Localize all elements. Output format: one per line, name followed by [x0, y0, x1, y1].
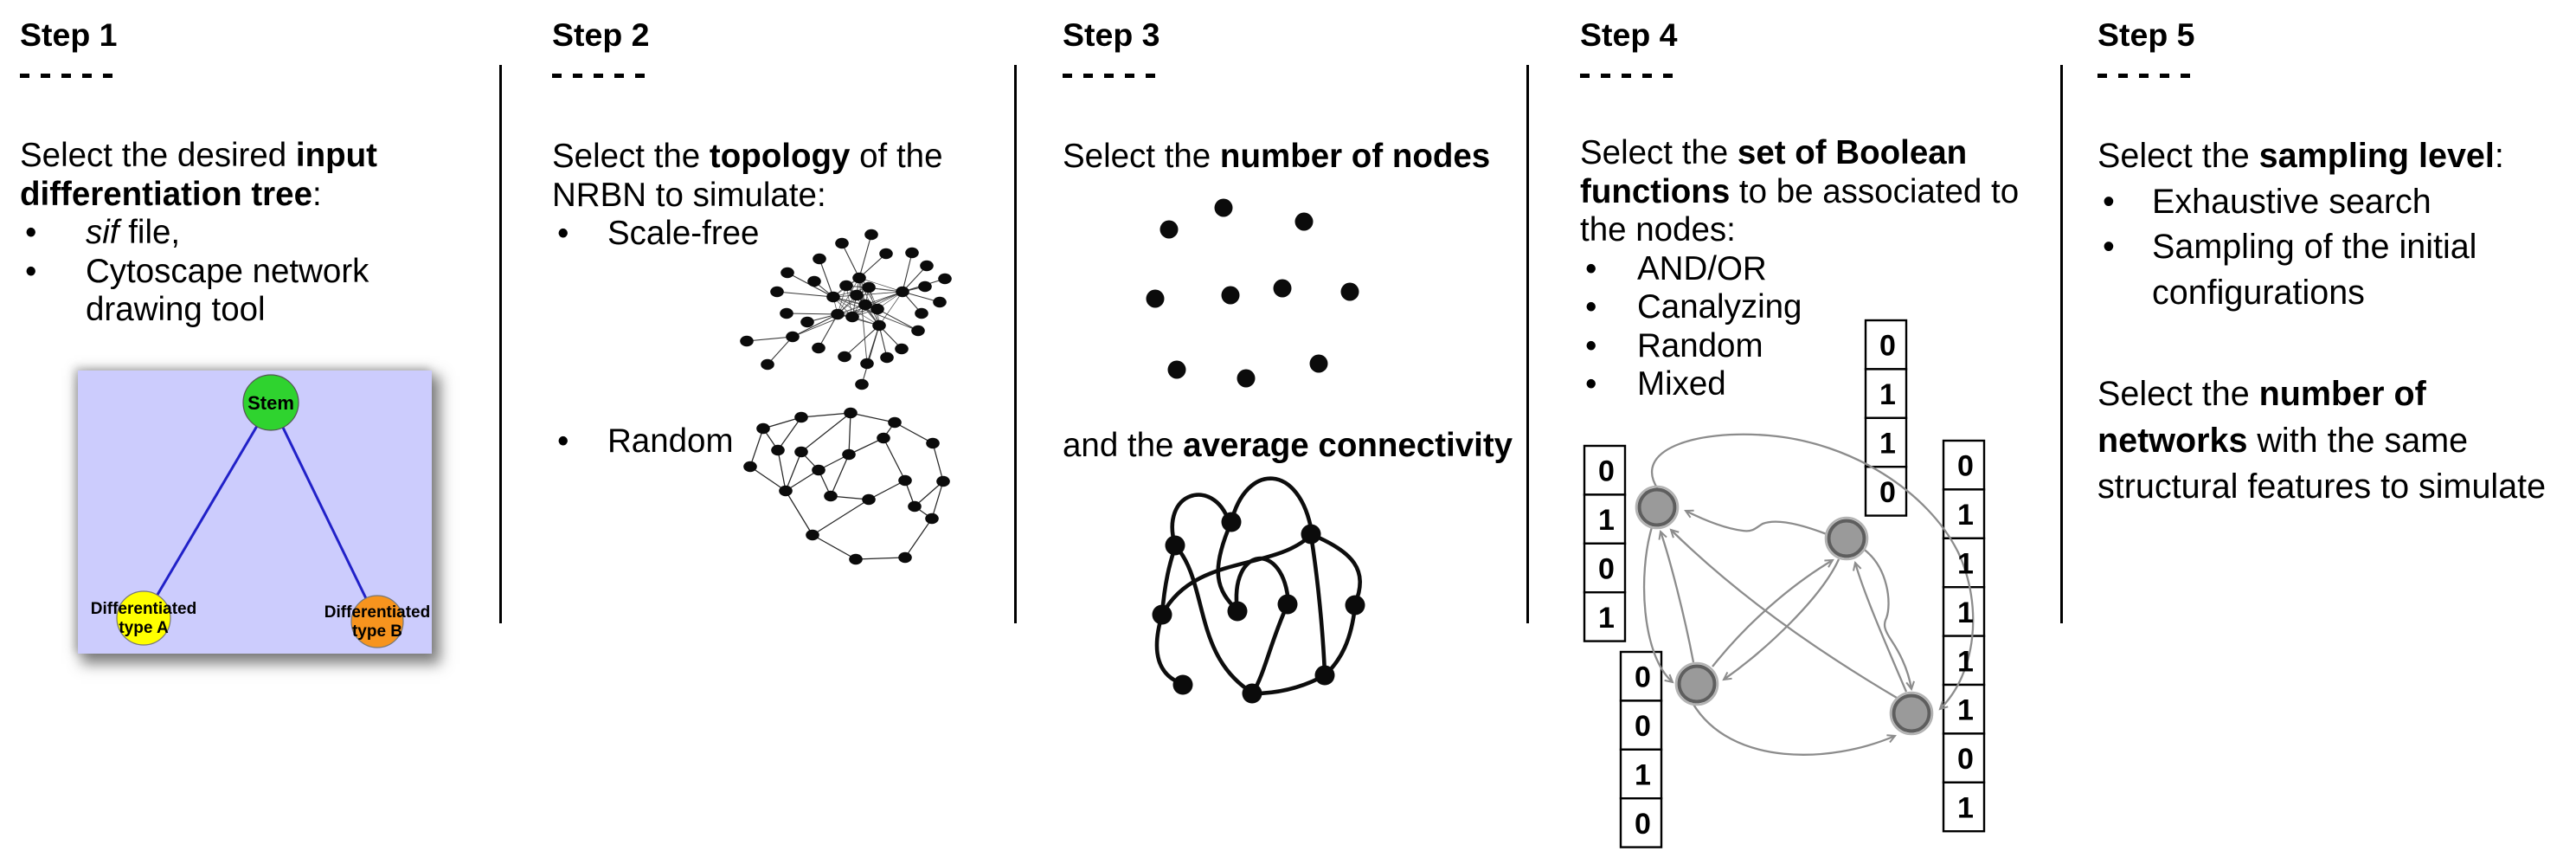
- svg-text:1: 1: [1957, 645, 1974, 678]
- svg-text:type B: type B: [352, 622, 402, 641]
- svg-text:1: 1: [1598, 504, 1615, 537]
- svg-text:0: 0: [1957, 743, 1974, 776]
- svg-text:0: 0: [1635, 710, 1651, 743]
- svg-text:type A: type A: [119, 619, 169, 637]
- svg-text:1: 1: [1957, 792, 1974, 825]
- svg-text:1: 1: [1957, 694, 1974, 727]
- svg-text:1: 1: [1598, 602, 1615, 635]
- svg-text:Differentiated: Differentiated: [324, 603, 430, 622]
- svg-text:1: 1: [1957, 596, 1974, 629]
- svg-text:0: 0: [1598, 553, 1615, 586]
- svg-text:Stem: Stem: [247, 392, 294, 414]
- svg-text:0: 0: [1957, 450, 1974, 483]
- svg-text:1: 1: [1635, 759, 1651, 792]
- svg-text:1: 1: [1957, 499, 1974, 532]
- svg-text:1: 1: [1957, 548, 1974, 581]
- svg-text:0: 0: [1635, 661, 1651, 694]
- svg-text:1: 1: [1879, 428, 1896, 461]
- svg-text:0: 0: [1635, 808, 1651, 841]
- svg-text:0: 0: [1598, 455, 1615, 488]
- svg-text:1: 1: [1879, 378, 1896, 411]
- svg-text:0: 0: [1879, 330, 1896, 363]
- svg-text:0: 0: [1879, 476, 1896, 509]
- svg-text:Differentiated: Differentiated: [91, 600, 196, 618]
